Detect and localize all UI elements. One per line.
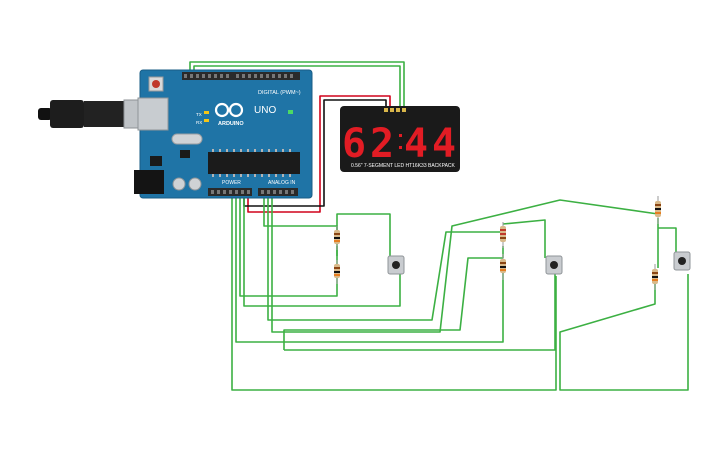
digit-2: 2: [370, 121, 394, 167]
atmega-chip: [208, 152, 300, 174]
power-label: POWER: [222, 180, 241, 186]
wire-ground-bus[interactable]: [231, 194, 557, 391]
wire-r4-bottom[interactable]: [235, 194, 504, 343]
wire-r6-bottom[interactable]: [559, 274, 689, 391]
display-caption: 0.56" 7-SEGMENT LED HT16K33 BACKPACK: [351, 163, 456, 169]
rx-label: RX: [196, 120, 202, 125]
rx-led: [204, 119, 209, 122]
resistor-band: [334, 271, 340, 273]
resistor-5[interactable]: [655, 196, 661, 224]
resistor-2[interactable]: [334, 260, 340, 284]
board-usb-jack: [137, 97, 169, 131]
arduino-logo-icon: [214, 102, 244, 118]
wire-r2-bottom[interactable]: [239, 194, 338, 297]
model-label: UNO: [254, 105, 276, 116]
wire-btn3-top[interactable]: [658, 227, 677, 256]
tx-label: TX: [196, 112, 202, 117]
resistor-band: [655, 204, 661, 206]
push-button-1[interactable]: [387, 255, 405, 275]
resistor-band: [334, 267, 340, 269]
capacitor-right: [188, 177, 202, 191]
resistor-band: [500, 269, 506, 271]
usb-connector-grip: [84, 101, 124, 127]
digit-3: 4: [404, 121, 428, 167]
resistor-band: [500, 233, 506, 235]
voltage-regulator: [150, 156, 162, 166]
usb-cable-tail: [38, 108, 52, 120]
usb-connector-housing: [50, 100, 84, 128]
resistor-band: [500, 266, 506, 268]
bottom-header-pins: [211, 190, 294, 194]
wire-r3[interactable]: [267, 194, 504, 321]
digital-header[interactable]: [182, 72, 300, 80]
small-chip: [180, 150, 190, 158]
seven-segment-display[interactable]: 6 2 4 4 0.56" 7-SEGMENT LED HT16K33 BACK…: [340, 106, 460, 172]
display-digits: 6 2 4 4: [342, 121, 456, 167]
push-button-2[interactable]: [545, 255, 563, 275]
wire-r5[interactable]: [271, 194, 659, 333]
display-colon-bottom: [399, 146, 402, 149]
reset-button-cap: [152, 80, 160, 88]
wire-vcc[interactable]: [247, 95, 391, 213]
crystal-oscillator: [171, 133, 203, 145]
wire-btn1-top[interactable]: [336, 213, 391, 258]
brand-label: ARDUINO: [218, 121, 244, 127]
push-button-cap: [678, 257, 686, 265]
atmega-chip-pins: [212, 149, 291, 177]
wire-sda[interactable]: [189, 61, 405, 108]
resistor-1[interactable]: [334, 226, 340, 250]
wire-btn1-bottom[interactable]: [243, 194, 401, 307]
resistor-band: [500, 237, 506, 239]
tx-led: [204, 111, 209, 114]
on-led: [288, 110, 293, 114]
resistor-4[interactable]: [500, 254, 506, 280]
wire-btn2-left[interactable]: [283, 257, 503, 350]
power-jack: [134, 170, 164, 194]
resistors: [334, 196, 661, 290]
display-header-pins: [384, 108, 406, 112]
push-button-cap: [550, 261, 558, 269]
push-button-cap: [392, 261, 400, 269]
digit-4: 4: [432, 121, 456, 167]
resistor-band: [500, 262, 506, 264]
display-backpack: [340, 106, 460, 172]
push-buttons: [387, 251, 691, 275]
digital-header-pins: [184, 74, 293, 78]
resistor-6[interactable]: [652, 264, 658, 290]
resistor-band: [655, 208, 661, 210]
wire-btn2-top[interactable]: [502, 219, 546, 258]
digital-label: DIGITAL (PWM~): [258, 90, 301, 96]
display-colon-top: [399, 134, 402, 137]
arduino-uno-board[interactable]: DIGITAL (PWM~) ARDUINO UNO TX RX: [134, 69, 313, 199]
capacitor-left: [172, 177, 186, 191]
resistor-band: [334, 240, 340, 242]
resistor-3[interactable]: [500, 222, 506, 248]
resistor-band: [652, 279, 658, 281]
resistor-band: [500, 229, 506, 231]
resistor-band: [334, 274, 340, 276]
wire-btn2-bottom[interactable]: [284, 272, 556, 351]
analog-label: ANALOG IN: [268, 180, 296, 186]
resistor-band: [652, 276, 658, 278]
digit-1: 6: [342, 121, 366, 167]
wire-r1[interactable]: [263, 194, 338, 236]
resistor-band: [334, 237, 340, 239]
analog-header[interactable]: [258, 188, 298, 196]
resistor-band: [334, 233, 340, 235]
resistor-band: [655, 212, 661, 214]
push-button-3[interactable]: [673, 251, 691, 271]
resistor-band: [652, 272, 658, 274]
